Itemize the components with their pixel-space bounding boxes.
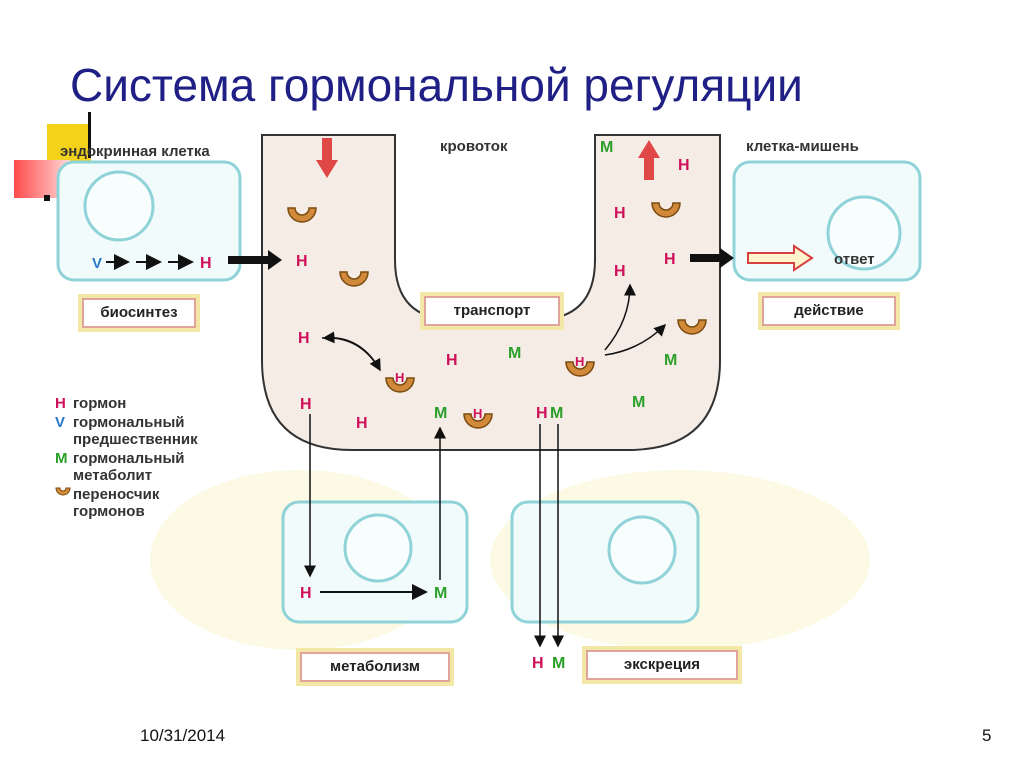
label-bloodstream: кровоток bbox=[440, 138, 508, 155]
decor-dot bbox=[44, 195, 50, 201]
stage-action: действие bbox=[762, 296, 896, 326]
bloodstream-channel bbox=[261, 134, 721, 451]
legend-item-precursor: V гормональный предшественник bbox=[55, 414, 248, 448]
target-nucleus bbox=[826, 195, 902, 271]
decor-bar bbox=[88, 112, 91, 158]
symbol-hormone: Н bbox=[300, 585, 312, 602]
legend-symbol-hormone: Н bbox=[55, 395, 66, 412]
legend-text-carrier: переносчик гормонов bbox=[73, 486, 160, 520]
symbol-hormone: Н bbox=[473, 406, 482, 421]
symbol-hormone: Н bbox=[575, 354, 584, 369]
carrier-icon bbox=[287, 207, 317, 223]
symbol-metabolite: М bbox=[550, 405, 563, 422]
binding-arrow bbox=[604, 323, 667, 356]
symbol-hormone: Н bbox=[614, 205, 626, 222]
carrier-icon bbox=[677, 319, 707, 335]
symbol-hormone: Н bbox=[664, 251, 676, 268]
symbol-hormone: Н bbox=[296, 253, 308, 270]
stage-biosynthesis: биосинтез bbox=[82, 298, 196, 328]
outflow-red-arrow bbox=[638, 140, 660, 180]
delivery-arrow bbox=[690, 248, 734, 268]
secretion-arrow bbox=[228, 250, 282, 270]
legend-item-metabolite: М гормональный метаболит bbox=[55, 450, 248, 484]
slide-date: 10/31/2014 bbox=[140, 726, 226, 745]
stage-excretion: экскреция bbox=[586, 650, 738, 680]
symbol-metabolite: М bbox=[664, 352, 677, 369]
symbol-metabolite: М bbox=[434, 405, 447, 422]
legend-text-precursor: гормональный предшественник bbox=[73, 414, 198, 448]
stage-metabolism: метаболизм bbox=[300, 652, 450, 682]
slide-page-number: 5 bbox=[982, 726, 992, 745]
symbol-precursor: V bbox=[92, 255, 102, 272]
binding-arrow bbox=[604, 283, 636, 351]
slide-title: Система гормональной регуляции bbox=[70, 59, 803, 111]
label-response: ответ bbox=[834, 251, 875, 268]
symbol-hormone: Н bbox=[446, 352, 458, 369]
binding-arrow bbox=[322, 331, 381, 371]
carrier-with-hormone-icon bbox=[385, 377, 415, 393]
carrier-icon bbox=[55, 486, 73, 504]
response-arrow bbox=[747, 244, 814, 272]
symbol-hormone: Н bbox=[678, 157, 690, 174]
inflow-red-arrow bbox=[316, 138, 338, 178]
symbol-metabolite: М bbox=[552, 655, 565, 672]
symbol-hormone: Н bbox=[200, 255, 212, 272]
symbol-hormone: Н bbox=[356, 415, 368, 432]
symbol-metabolite: М bbox=[434, 585, 447, 602]
carrier-with-hormone-icon bbox=[463, 413, 493, 429]
legend-text-hormone: гормон bbox=[73, 395, 127, 412]
symbol-hormone: Н bbox=[300, 396, 312, 413]
symbol-hormone: Н bbox=[395, 370, 404, 385]
carrier-icon bbox=[339, 271, 369, 287]
label-endocrine-cell: эндокринная клетка bbox=[60, 143, 210, 160]
legend-symbol-metabolite: М bbox=[55, 450, 68, 467]
label-target-cell: клетка-мишень bbox=[746, 138, 859, 155]
legend-item-carrier: переносчик гормонов bbox=[55, 486, 248, 520]
symbol-hormone: Н bbox=[614, 263, 626, 280]
symbol-hormone: Н bbox=[532, 655, 544, 672]
legend-text-metabolite: гормональный метаболит bbox=[73, 450, 185, 484]
legend-symbol-precursor: V bbox=[55, 414, 66, 431]
carrier-with-hormone-icon bbox=[565, 361, 595, 377]
carrier-icon bbox=[651, 202, 681, 218]
legend-item-hormone: Н гормон bbox=[55, 395, 248, 412]
stage-transport: транспорт bbox=[424, 296, 560, 326]
symbol-hormone: Н bbox=[536, 405, 548, 422]
legend: Н гормон V гормональный предшественник М… bbox=[55, 395, 248, 522]
symbol-metabolite: М bbox=[508, 345, 521, 362]
symbol-metabolite: М bbox=[632, 394, 645, 411]
symbol-hormone: Н bbox=[298, 330, 310, 347]
metabolism-nucleus bbox=[343, 513, 413, 583]
excretion-nucleus bbox=[607, 515, 677, 585]
symbol-metabolite: М bbox=[600, 139, 613, 156]
endocrine-nucleus bbox=[83, 170, 155, 242]
